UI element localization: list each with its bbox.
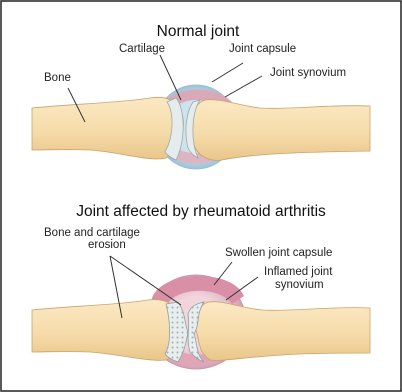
bone-label: Bone [44, 72, 71, 84]
swollen-capsule-label: Swollen joint capsule [225, 247, 332, 259]
normal-right-bone [191, 100, 370, 161]
normal-joint-title: Normal joint [157, 23, 240, 40]
ra-right-bone [196, 302, 370, 361]
ra-joint-title: Joint affected by rheumatoid arthritis [76, 203, 326, 220]
joint-synovium-label: Joint synovium [270, 67, 346, 79]
cartilage-label: Cartilage [119, 43, 165, 55]
inflamed-label-line2: synovium [275, 279, 324, 291]
erosion-label-line1: Bone and cartilage [44, 227, 140, 239]
inflamed-label-line1: Inflamed joint [264, 266, 333, 278]
erosion-label-line2: erosion [88, 239, 126, 251]
normal-left-bone [32, 97, 183, 159]
joint-capsule-label: Joint capsule [229, 43, 296, 55]
ra-left-bone [32, 300, 179, 361]
